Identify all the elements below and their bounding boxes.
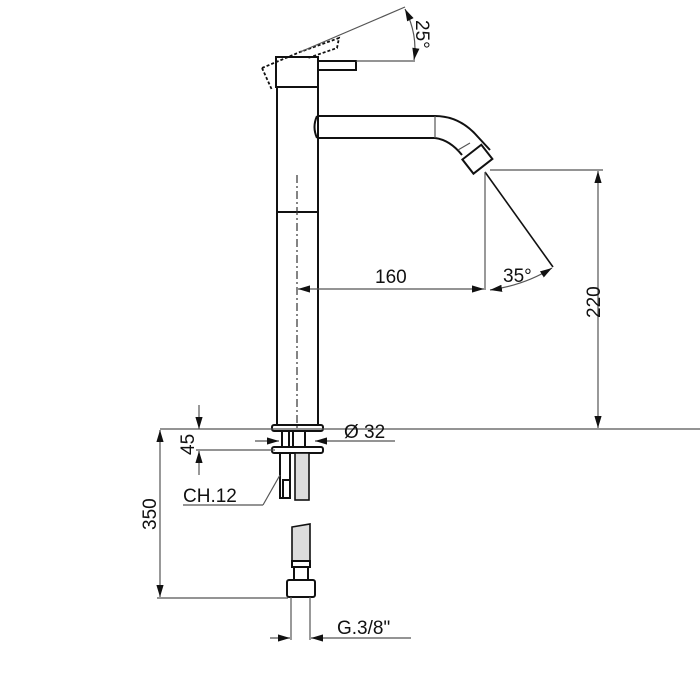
- faucet-spout: [313, 115, 494, 176]
- hose-length-dimension: [156, 430, 288, 599]
- spout-height-dimension: [490, 169, 603, 428]
- spout-reach-label: 160: [375, 267, 407, 288]
- faucet-handle: [261, 6, 420, 91]
- spout-angle-label: 35°: [503, 266, 532, 287]
- body-diameter-label: Ø 32: [344, 422, 385, 443]
- hose-end-fitting: [270, 523, 411, 642]
- lever-angle-label: 25°: [411, 20, 432, 49]
- base-flange: [160, 424, 700, 454]
- hose-length-label: 350: [140, 498, 161, 530]
- faucet-body: [276, 86, 319, 430]
- deck-thickness-dimension: [195, 405, 275, 475]
- deck-thickness-label: 45: [178, 434, 199, 455]
- connection-thread-label: G.3/8": [337, 618, 390, 639]
- shank-and-hose: [183, 452, 310, 506]
- nut-size-label: CH.12: [183, 486, 237, 507]
- spout-height-label: 220: [584, 286, 605, 318]
- spout-angle-dimension: [484, 171, 554, 292]
